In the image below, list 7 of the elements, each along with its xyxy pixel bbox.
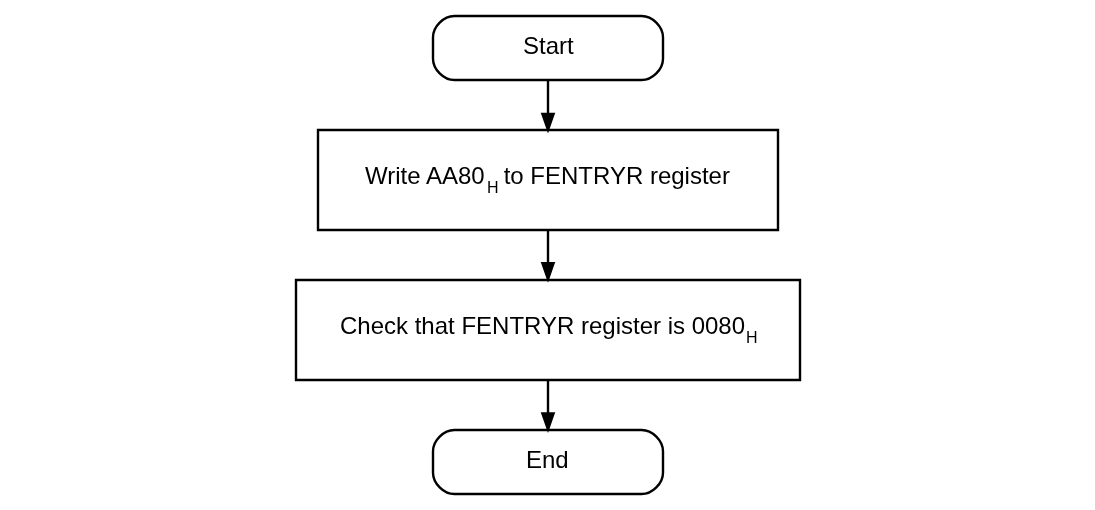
arrow: [540, 230, 555, 283]
node-box: Check that FENTRYR register is 0080$_{H}$: [294, 278, 801, 382]
arrow: [540, 380, 555, 433]
node-box: Start: [431, 14, 664, 82]
node-box: Write AA80$_{H}$ to FENTRYR register: [316, 128, 779, 232]
node-box: End: [431, 428, 664, 496]
arrow: [540, 80, 555, 134]
